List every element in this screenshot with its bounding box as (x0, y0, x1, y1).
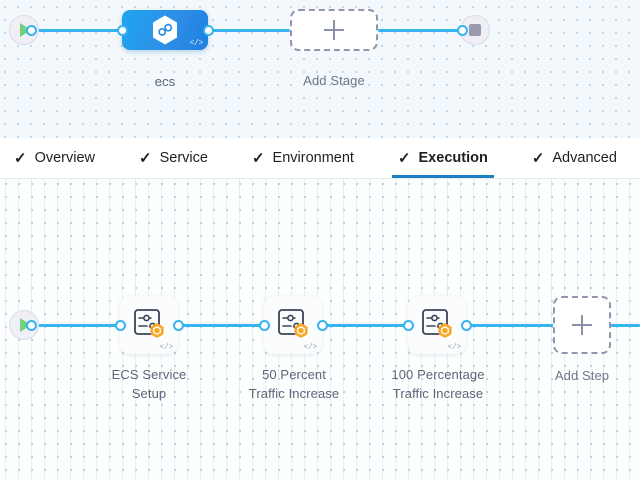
play-icon (20, 23, 31, 37)
hexagon-badge (150, 323, 164, 338)
edge-add-step-to-next (610, 324, 640, 327)
step-settings-icon (422, 309, 452, 338)
edge-step-3-to-add-step (466, 324, 556, 327)
step-node-ecs-service-setup[interactable]: </> (120, 296, 178, 354)
pipeline-stage-canvas[interactable]: </> ecs Add Stage (0, 0, 640, 138)
stage-code-glyph: </> (189, 39, 203, 48)
tab-label: Advanced (552, 150, 617, 166)
connector-dot-step-3-out (461, 320, 472, 331)
hexagon-badge (438, 323, 452, 338)
connector-dot-step-1-out (173, 320, 184, 331)
step-label-line-2: Setup (131, 386, 167, 401)
step-node-50-percent-traffic-increase[interactable]: </> (264, 296, 322, 354)
step-node-100-percentage-traffic-increase[interactable]: </> (408, 296, 466, 354)
step-label-line-1: 50 Percent (262, 367, 326, 382)
stage-node-label: ecs (154, 74, 176, 89)
connector-dot-start-out (26, 320, 37, 331)
add-stage-label: Add Stage (303, 73, 365, 88)
check-icon: ✓ (531, 149, 545, 167)
connector-dot-step-2-in (259, 320, 270, 331)
tab-execution[interactable]: ✓ Execution (391, 138, 504, 178)
step-settings-icon (134, 309, 164, 338)
connector-dot-step-3-in (403, 320, 414, 331)
tab-service[interactable]: ✓ Service (133, 138, 224, 178)
check-icon: ✓ (139, 149, 152, 167)
connector-dot-ecs-in (117, 25, 128, 36)
step-node-label: ECS Service Setup (89, 365, 209, 403)
step-code-glyph: </> (303, 343, 317, 352)
stop-square-icon (469, 24, 481, 36)
step-label-line-1: ECS Service (111, 367, 187, 382)
connector-dot-start-out (26, 25, 37, 36)
plus-icon (324, 20, 344, 40)
tab-overview[interactable]: ✓ Overview (8, 138, 111, 178)
hexagon-badge (294, 323, 308, 338)
stage-node-ecs[interactable]: </> (122, 10, 208, 50)
connector-dot-step-2-out (317, 320, 328, 331)
step-label-line-1: 100 Percentage (391, 367, 485, 382)
stage-config-tabbar[interactable]: ✓ Overview ✓ Service ✓ Environment ✓ Exe… (0, 138, 640, 179)
step-node-label: 50 Percent Traffic Increase (233, 365, 355, 403)
tab-advanced[interactable]: ✓ Advanced (526, 138, 633, 178)
edge-add-stage-to-end (378, 29, 462, 32)
check-icon: ✓ (14, 149, 27, 167)
step-code-glyph: </> (447, 343, 461, 352)
tab-label: Execution (418, 150, 488, 166)
tab-label: Service (159, 150, 208, 166)
edge-step-1-to-step-2 (178, 324, 282, 327)
pipeline-execution-canvas[interactable]: </> ECS Service Setup </> (0, 179, 640, 480)
edge-start-to-ecs (30, 29, 128, 32)
edge-ecs-to-add-stage (208, 29, 290, 32)
step-node-label: 100 Percentage Traffic Increase (375, 365, 501, 403)
tab-label: Overview (34, 150, 96, 166)
step-settings-icon (278, 309, 308, 338)
step-label-line-2: Traffic Increase (392, 386, 484, 401)
edge-start-to-step-1 (30, 324, 130, 327)
add-stage-button[interactable] (290, 9, 378, 51)
add-step-button[interactable] (553, 296, 611, 354)
step-label-line-2: Traffic Increase (248, 386, 340, 401)
check-icon: ✓ (397, 149, 411, 167)
edge-step-2-to-step-3 (322, 324, 426, 327)
play-icon (20, 318, 31, 332)
connector-dot-step-1-in (115, 320, 126, 331)
hexagon-infinity-icon (153, 15, 177, 45)
tab-environment[interactable]: ✓ Environment (246, 138, 370, 178)
check-icon: ✓ (251, 149, 265, 167)
connector-dot-end-in (457, 25, 468, 36)
step-code-glyph: </> (159, 343, 173, 352)
plus-icon (572, 315, 592, 335)
tab-label: Environment (272, 150, 354, 166)
add-step-label: Add Step (554, 368, 610, 383)
connector-dot-ecs-out (203, 25, 214, 36)
